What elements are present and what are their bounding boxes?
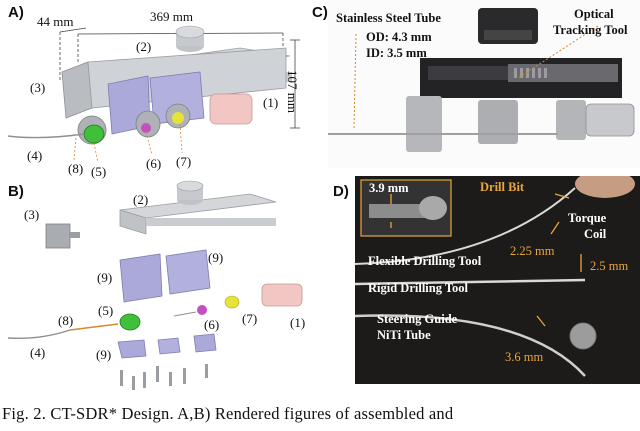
dim-width: 44 mm — [37, 14, 74, 29]
callout-b-5: (5) — [98, 303, 114, 318]
panel-b-letter: B) — [8, 183, 24, 200]
dim-2-5: 2.5 mm — [590, 259, 629, 273]
callout-a-8: (8) — [68, 161, 84, 176]
callout-a-4: (4) — [27, 148, 43, 163]
dim-2-25: 2.25 mm — [510, 244, 555, 258]
callout-a-3: (3) — [30, 80, 46, 95]
panel-c-letter: C) — [312, 4, 328, 21]
callout-a-2: (2) — [136, 39, 152, 54]
tube-id: ID: 3.5 mm — [366, 46, 427, 60]
callout-a-1: (1) — [263, 95, 279, 110]
torque-coil-line-2: Coil — [584, 227, 607, 241]
callout-b-1: (1) — [290, 315, 306, 330]
tube-title: Stainless Steel Tube — [336, 11, 441, 25]
inset-dimension: 3.9 mm — [369, 181, 409, 195]
panel-b-render — [7, 180, 303, 390]
callout-b-9c: (9) — [96, 347, 112, 362]
rigid-tool-label: Rigid Drilling Tool — [368, 281, 469, 295]
tracker-line-1: Optical — [574, 7, 614, 21]
panel-d-tools-drawing — [355, 176, 635, 377]
drill-bit-label: Drill Bit — [480, 180, 525, 194]
tracker-line-2: Tracking Tool — [553, 23, 628, 37]
callout-b-8: (8) — [58, 313, 74, 328]
callout-a-6: (6) — [146, 156, 162, 171]
callout-b-3: (3) — [24, 207, 40, 222]
panel-a-render — [7, 25, 300, 164]
dim-height: 107 mm — [285, 70, 300, 113]
panel-c-photo — [328, 0, 640, 168]
panel-d-photo — [355, 176, 640, 384]
figure-caption: Fig. 2. CT-SDR* Design. A,B) Rendered fi… — [2, 404, 454, 423]
callout-a-5: (5) — [91, 164, 107, 179]
callout-b-4: (4) — [30, 345, 46, 360]
callout-a-7: (7) — [176, 154, 192, 169]
steering-guide-line-2: NiTi Tube — [377, 328, 431, 342]
panel-a-letter: A) — [8, 4, 24, 21]
torque-coil-line-1: Torque — [568, 211, 607, 225]
callout-b-7: (7) — [242, 311, 258, 326]
callout-b-9a: (9) — [97, 270, 113, 285]
dim-length: 369 mm — [150, 9, 193, 24]
dim-3-6: 3.6 mm — [505, 350, 544, 364]
callout-b-2: (2) — [133, 192, 149, 207]
panel-d-letter: D) — [333, 183, 349, 200]
callout-b-9b: (9) — [208, 250, 224, 265]
tube-od: OD: 4.3 mm — [366, 30, 432, 44]
callout-b-6: (6) — [204, 317, 220, 332]
steering-guide-line-1: Steering Guide — [377, 312, 458, 326]
panel-c-device-drawing — [328, 8, 635, 152]
flexible-tool-label: Flexible Drilling Tool — [368, 254, 482, 268]
